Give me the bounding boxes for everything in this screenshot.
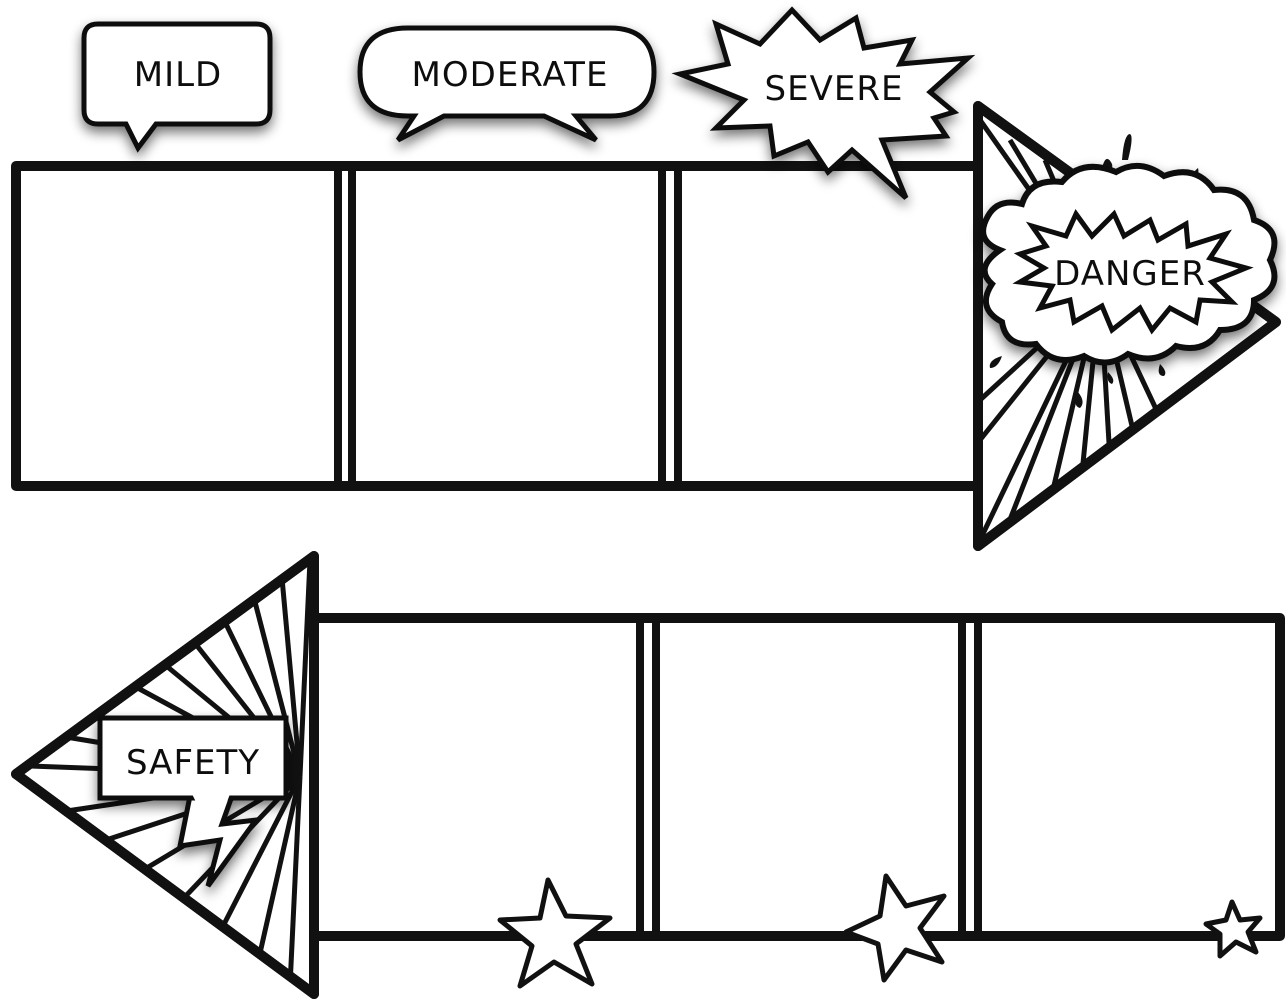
- bottom-arrow-body: [314, 618, 1280, 936]
- panel-severe-box: [683, 172, 973, 480]
- mild-label: MILD: [134, 55, 223, 95]
- mild-badge: MILD: [84, 24, 270, 148]
- danger-label: DANGER: [1054, 254, 1206, 294]
- safety-label: SAFETY: [126, 743, 260, 783]
- severe-label: SEVERE: [765, 69, 904, 109]
- panel-mild-box: [22, 172, 334, 480]
- moderate-label: MODERATE: [412, 55, 609, 95]
- moderate-badge: MODERATE: [360, 28, 654, 140]
- panel-moderate-box: [357, 172, 657, 480]
